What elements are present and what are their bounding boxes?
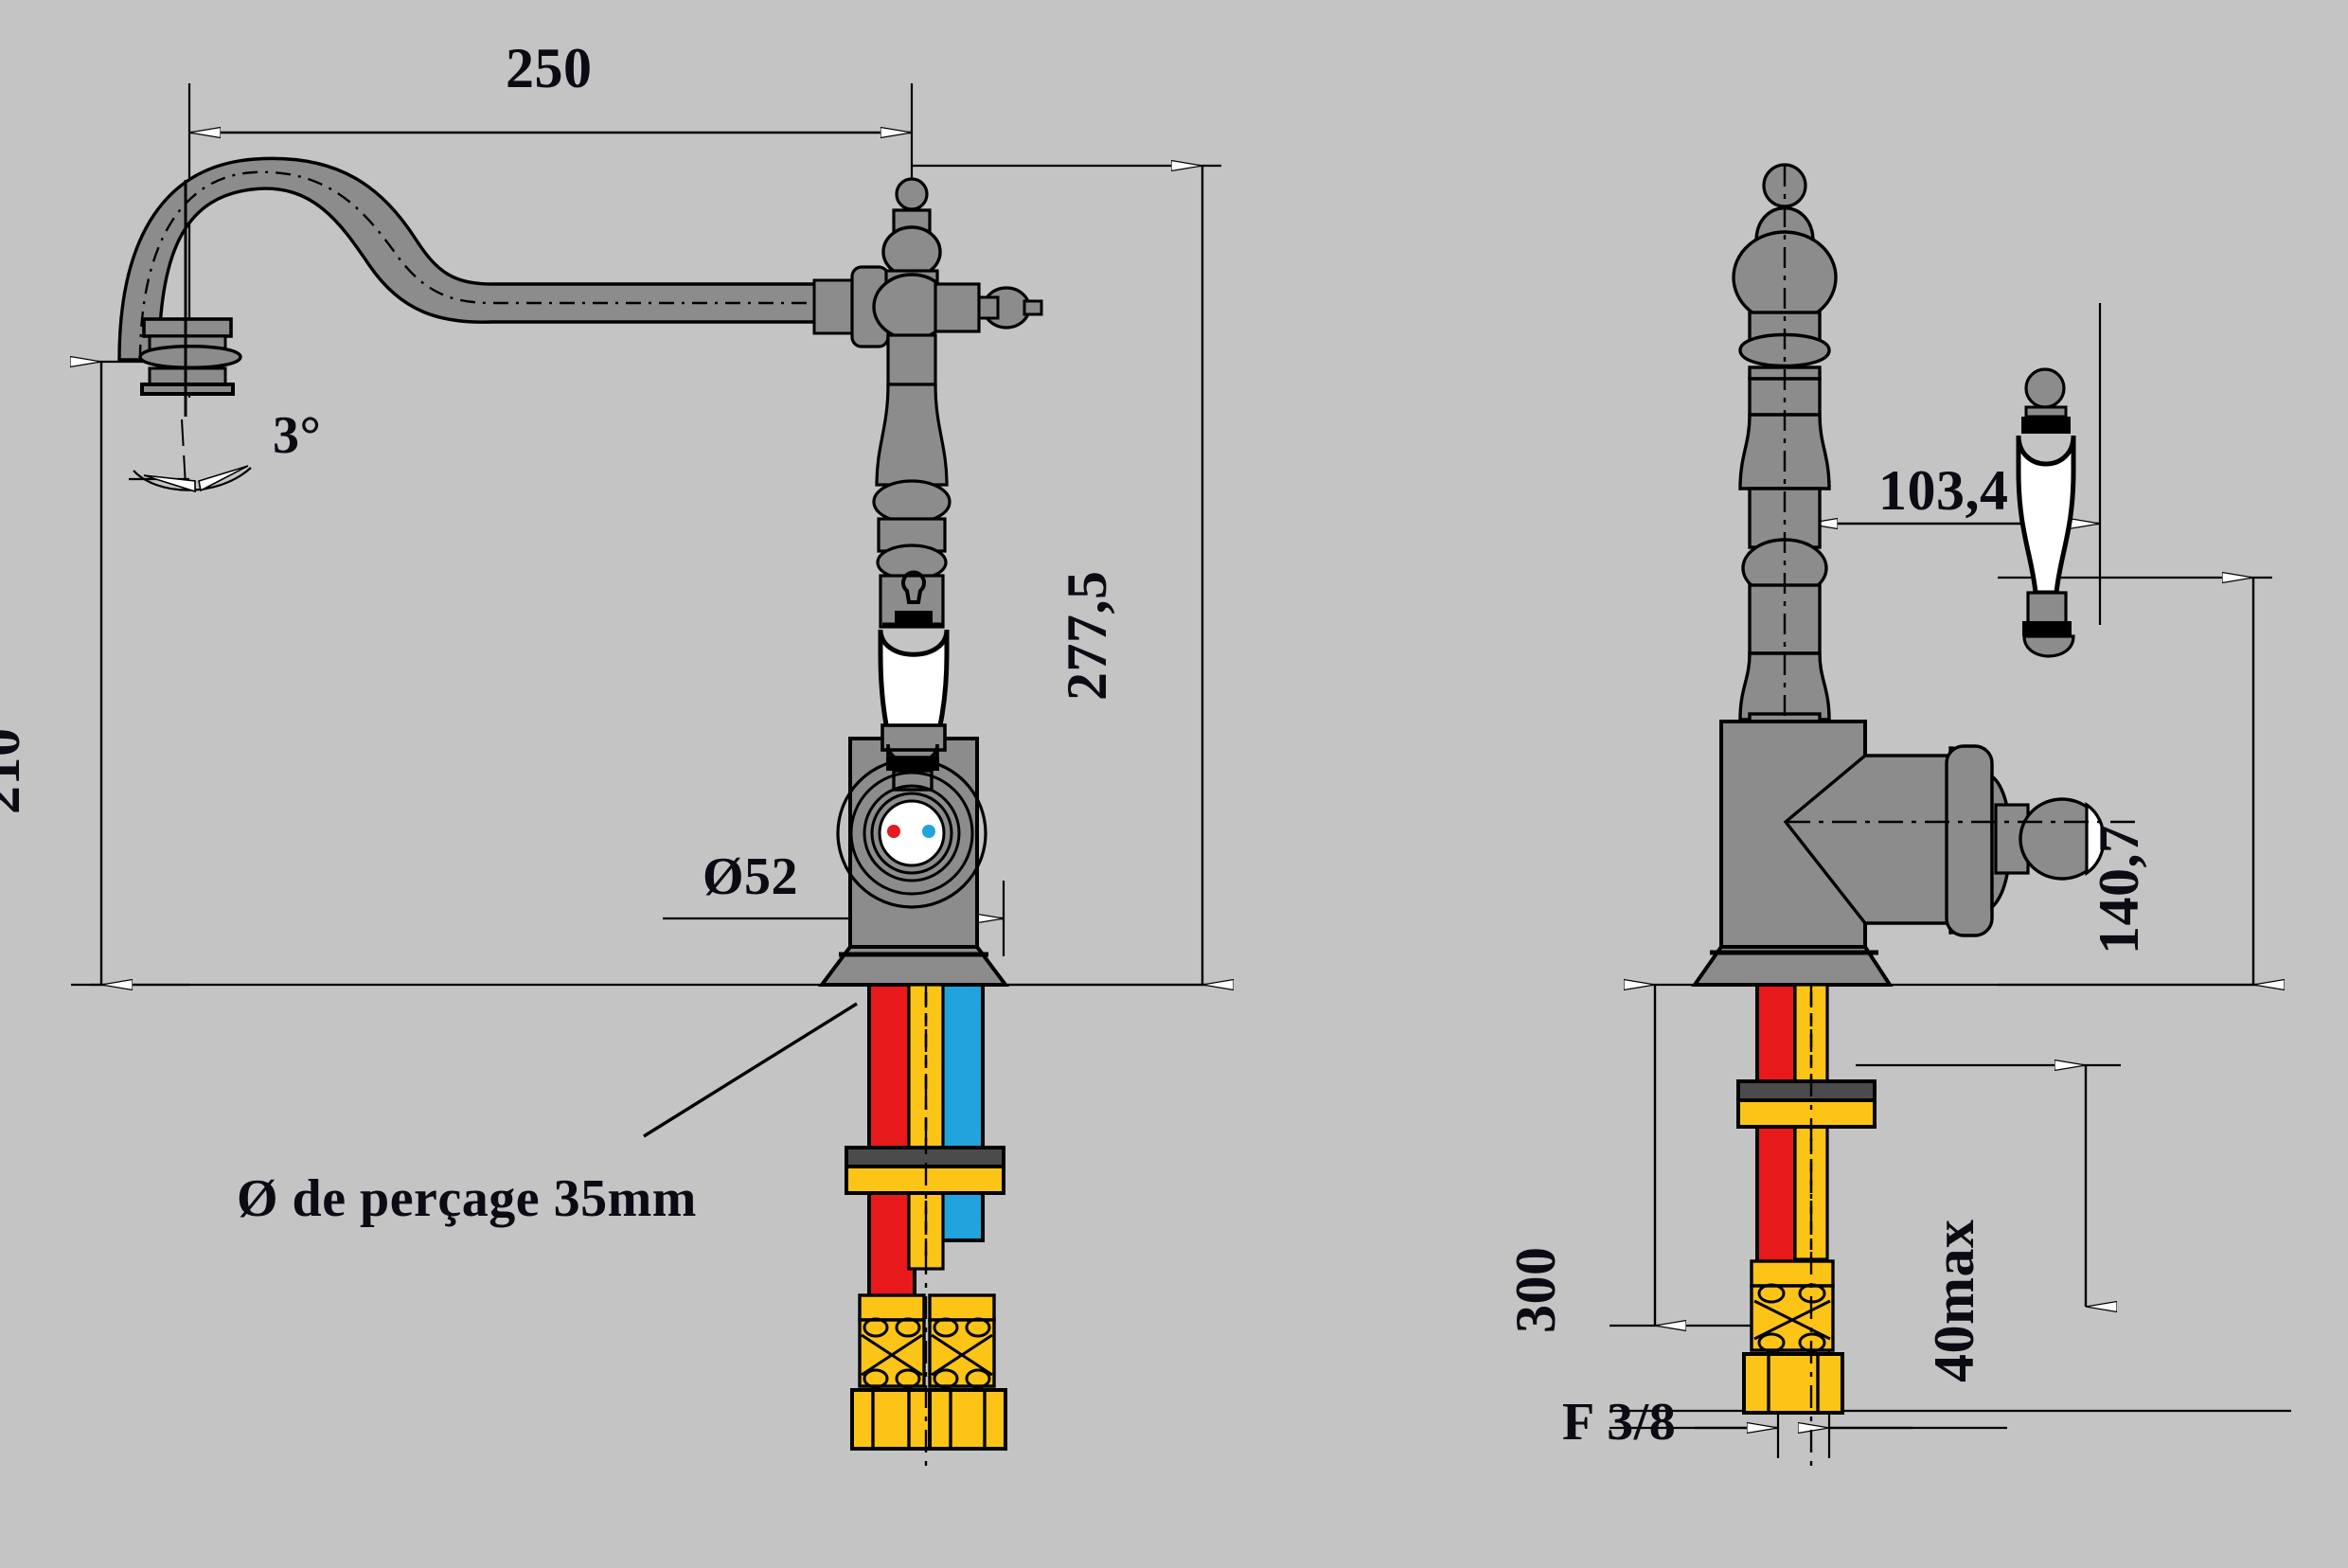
dim-label-40max: 40max	[1923, 1219, 1985, 1382]
note-thread-F38: F 3/8	[1562, 1393, 1677, 1452]
brass-nut	[850, 1388, 1007, 1451]
side-body	[1719, 720, 2140, 953]
dim-3deg	[129, 419, 252, 491]
dim-label-300: 300	[1504, 1246, 1567, 1334]
dim-label-140-7: 140,7	[2088, 824, 2150, 955]
curved-spout	[117, 156, 835, 362]
note-drill-hole: Ø de perçage 35mm	[237, 1169, 697, 1228]
column	[872, 333, 952, 629]
angle-arrowheads	[143, 465, 249, 493]
hot-indicator-dot	[887, 825, 900, 838]
side-braided-sleeve	[1750, 1259, 1835, 1353]
mounting-base	[818, 945, 1009, 987]
drill-note-leader	[643, 1002, 858, 1138]
side-view-group	[1610, 163, 2291, 1470]
side-brass-nut	[1742, 1352, 1844, 1415]
front-view-group	[71, 83, 1221, 1470]
aerator	[138, 180, 242, 417]
side-mounting-base	[1691, 945, 1894, 987]
dim-label-277-5: 277,5	[1056, 570, 1118, 702]
front-witness-lines	[71, 83, 1221, 987]
dim-label-3deg: 3°	[273, 406, 322, 465]
spout-arm	[812, 265, 890, 348]
center-finial	[872, 177, 1043, 341]
dim-label-d52: Ø52	[703, 847, 799, 906]
cold-indicator-dot	[922, 825, 935, 838]
dim-label-210: 210	[0, 727, 31, 815]
dim-label-103-4: 103,4	[1878, 459, 2009, 522]
side-column	[1732, 163, 1838, 985]
dim-label-250: 250	[506, 37, 593, 99]
side-ceramic-lever	[2016, 367, 2076, 658]
side-mounting-plate	[1736, 1079, 1877, 1129]
braided-sleeve	[858, 1293, 996, 1389]
cartridge-rings	[836, 757, 987, 909]
